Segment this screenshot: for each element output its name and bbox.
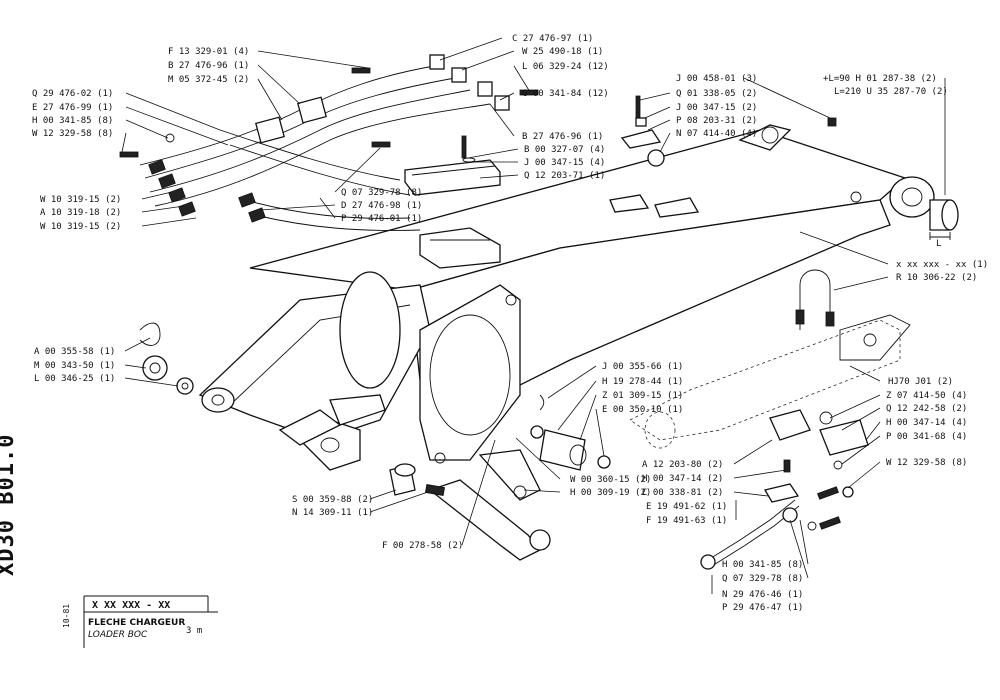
part-label: S 00 359-88 (2) xyxy=(292,495,373,505)
part-label: W 00 360-15 (2) xyxy=(570,475,651,485)
part-label: Q 07 329-78 (8) xyxy=(722,574,803,584)
part-label: C 27 476-97 (1) xyxy=(512,34,593,44)
part-label: H 00 309-19 (2) xyxy=(570,488,651,498)
part-label: A 10 319-18 (2) xyxy=(40,208,121,218)
part-label: Z 07 414-50 (4) xyxy=(886,391,967,401)
part-label: W 12 329-58 (8) xyxy=(886,458,967,468)
pipe-and-brackets xyxy=(700,459,854,570)
part-label: B 27 476-96 (1) xyxy=(522,132,603,142)
part-label: +L=90 H 01 287-38 (2) xyxy=(823,74,937,84)
part-label: Q 29 476-02 (1) xyxy=(32,89,113,99)
part-label: A 00 355-58 (1) xyxy=(34,347,115,357)
part-label: E 19 491-62 (1) xyxy=(646,502,727,512)
dimension-label: L xyxy=(936,239,941,249)
part-label: P 29 476-47 (1) xyxy=(722,603,803,613)
part-label: H 00 341-85 (8) xyxy=(722,560,803,570)
part-label: N 07 414-40 (4) xyxy=(676,129,757,139)
part-label: A 12 203-80 (2) xyxy=(642,460,723,470)
title-english: LOADER BOC xyxy=(88,630,148,640)
part-label: H 00 347-14 (4) xyxy=(886,418,967,428)
part-label: E 27 476-99 (1) xyxy=(32,103,113,113)
part-label: G 00 341-84 (12) xyxy=(522,89,609,99)
part-label: H 00 347-14 (2) xyxy=(642,474,723,484)
part-label: J 00 458-01 (3) xyxy=(676,74,757,84)
part-label: F 00 278-58 (2) xyxy=(382,541,463,551)
part-label: Q 12 203-71 (1) xyxy=(524,171,605,181)
reference-code: X XX XXX - XX xyxy=(92,600,171,611)
part-label: P 29 476-01 (1) xyxy=(341,214,422,224)
part-label: J 00 347-15 (4) xyxy=(524,158,605,168)
part-label: P 00 341-68 (4) xyxy=(886,432,967,442)
pin-parts-lower xyxy=(278,394,611,561)
part-label: W 12 329-58 (8) xyxy=(32,129,113,139)
part-label: H 00 341-85 (8) xyxy=(32,116,113,126)
title-french: FLECHE CHARGEUR xyxy=(88,618,186,628)
part-label: N 29 476-46 (1) xyxy=(722,590,803,600)
part-label: B 27 476-96 (1) xyxy=(168,61,249,71)
hydraulic-cylinder xyxy=(629,269,911,470)
part-label: W 10 319-15 (2) xyxy=(40,195,121,205)
boom-size: 3 m xyxy=(186,626,203,636)
part-label: N 14 309-11 (1) xyxy=(292,508,373,518)
part-label: B 00 327-07 (4) xyxy=(524,145,605,155)
part-label: M 00 343-50 (1) xyxy=(34,361,115,371)
part-label: Z 01 309-15 (1) xyxy=(602,391,683,401)
part-label: P 08 203-31 (2) xyxy=(676,116,757,126)
part-label: E 00 350-10 (1) xyxy=(602,405,683,415)
part-label: x xx xxx - xx (1) xyxy=(896,260,988,270)
part-label: Q 07 329-78 (8) xyxy=(341,188,422,198)
part-label: F 13 329-01 (4) xyxy=(168,47,249,57)
part-label: J 00 355-66 (1) xyxy=(602,362,683,372)
part-label: R 10 306-22 (2) xyxy=(896,273,977,283)
part-label: Q 12 242-58 (2) xyxy=(886,404,967,414)
bushing: L xyxy=(620,95,959,249)
part-label: HJ70 J01 (2) xyxy=(888,377,953,387)
hydraulic-hoses xyxy=(119,54,539,231)
clamp-block xyxy=(404,135,501,196)
part-label: L 06 329-24 (12) xyxy=(522,62,609,72)
part-label: L 00 346-25 (1) xyxy=(34,374,115,384)
part-label: W 25 490-18 (1) xyxy=(522,47,603,57)
part-label: Q 01 338-05 (2) xyxy=(676,89,757,99)
leader-lines xyxy=(121,37,946,594)
part-label: L=210 U 35 287-70 (2) xyxy=(834,87,948,97)
part-label: J 00 347-15 (2) xyxy=(676,103,757,113)
part-label: C 00 338-81 (2) xyxy=(642,488,723,498)
part-label: D 27 476-98 (1) xyxy=(341,201,422,211)
issue-date: 10-81 xyxy=(62,603,71,628)
part-labels: F 13 329-01 (4) B 27 476-96 (1) M 05 372-4… xyxy=(32,34,988,613)
part-label: W 10 319-15 (2) xyxy=(40,222,121,232)
part-label: F 19 491-63 (1) xyxy=(646,516,727,526)
part-label: H 19 278-44 (1) xyxy=(602,377,683,387)
part-label: M 05 372-45 (2) xyxy=(168,75,249,85)
pin-parts-left xyxy=(139,322,194,395)
